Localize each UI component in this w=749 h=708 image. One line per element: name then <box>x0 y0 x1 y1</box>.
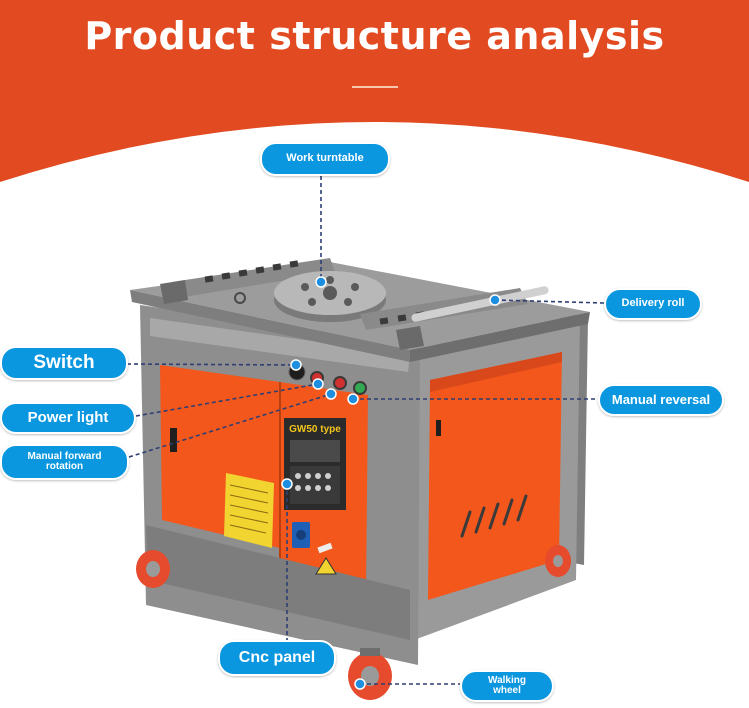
label-work-turntable: Work turntable <box>260 142 390 176</box>
page-title: Product structure analysis <box>84 14 665 58</box>
label-manual-forward-rotation: Manual forward rotation <box>0 444 129 480</box>
wheel-left <box>136 550 170 588</box>
label-manual-reversal: Manual reversal <box>598 384 724 416</box>
label-switch: Switch <box>0 346 128 380</box>
label-power-light: Power light <box>0 402 136 434</box>
label-delivery-roll: Delivery roll <box>604 288 702 320</box>
label-walking-wheel: Walking wheel <box>460 670 554 702</box>
title-underline <box>352 86 398 88</box>
model-plate: GW50 type <box>289 424 341 435</box>
wheel-right <box>545 545 571 577</box>
label-cnc-panel: Cnc panel <box>218 640 336 676</box>
